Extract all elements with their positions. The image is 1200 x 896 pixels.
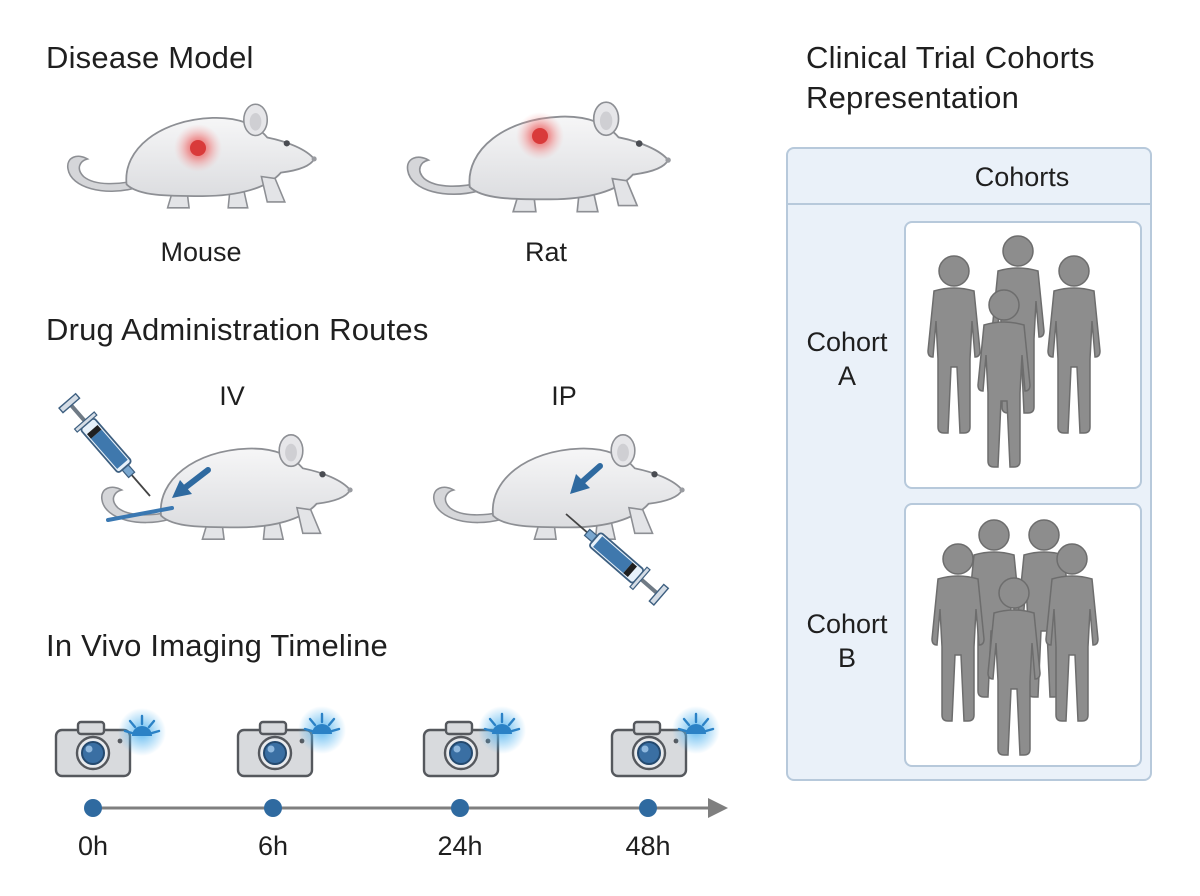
person-icon	[1047, 255, 1101, 434]
cohort-a-people	[927, 235, 1101, 468]
timepoint-label: 24h	[437, 831, 483, 861]
imaging-timeline	[54, 704, 728, 818]
cohort-b-box	[904, 503, 1142, 767]
light-burst-icon	[116, 706, 168, 758]
timepoint-dot	[451, 799, 469, 817]
label-ip: IP	[551, 381, 577, 411]
label-rat: Rat	[524, 237, 568, 267]
cohort-b-people	[931, 519, 1099, 756]
mouse-illustration	[66, 103, 318, 209]
timepoint-dot	[639, 799, 657, 817]
cohort-b-label: Cohort B	[792, 607, 902, 675]
panel-divider	[788, 203, 1150, 205]
label-iv: IV	[219, 381, 245, 411]
cohort-a-label-line1: Cohort	[806, 327, 888, 357]
cohorts-panel: Cohorts Cohort A Cohort B	[786, 147, 1152, 781]
ip-illustration	[432, 433, 686, 609]
timepoint-label: 48h	[625, 831, 671, 861]
disease-model-title: Disease Model	[46, 40, 254, 75]
light-burst-icon	[670, 704, 722, 756]
clinical-title-line2: Representation	[806, 80, 1020, 115]
imaging-timeline-title: In Vivo Imaging Timeline	[46, 628, 388, 663]
ip-arrow-icon	[570, 463, 603, 494]
cohort-a-label: Cohort A	[792, 325, 902, 393]
iv-illustration	[55, 390, 354, 541]
drug-routes-title: Drug Administration Routes	[46, 312, 429, 347]
iv-arrow-icon	[172, 467, 211, 498]
light-burst-icon	[296, 704, 348, 756]
clinical-title-line1: Clinical Trial Cohorts	[806, 40, 1095, 75]
person-icon	[927, 255, 981, 434]
timepoint-dot	[84, 799, 102, 817]
rat-illustration	[406, 101, 672, 213]
light-burst-icon	[476, 704, 528, 756]
timepoint-label: 6h	[257, 831, 289, 861]
cohort-b-label-line1: Cohort	[806, 609, 888, 639]
cohort-a-label-line2: A	[837, 361, 856, 391]
cohort-b-label-line2: B	[837, 643, 856, 673]
cohort-a-box	[904, 221, 1142, 489]
timepoint-dot	[264, 799, 282, 817]
timepoint-label: 0h	[77, 831, 109, 861]
label-mouse: Mouse	[160, 237, 242, 267]
timeline-arrowhead-icon	[708, 798, 728, 818]
cohorts-header: Cohorts	[974, 162, 1070, 192]
